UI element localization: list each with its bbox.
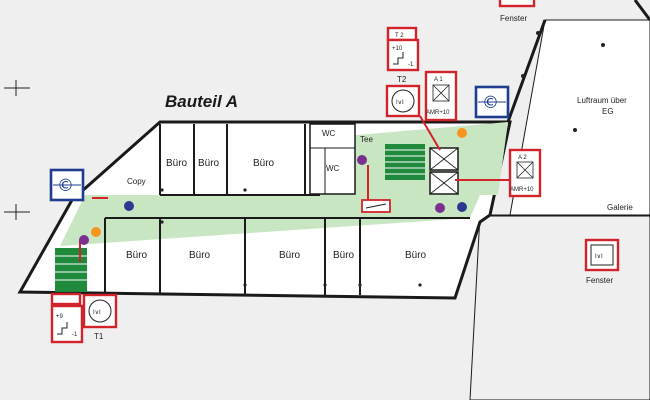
svg-text:+10: +10 (392, 46, 403, 52)
room-label-copy: Copy (127, 177, 146, 186)
svg-text:AMR+10: AMR+10 (426, 110, 450, 116)
fire-lines (79, 115, 512, 262)
hose-icon: © (482, 93, 499, 113)
svg-text:Fenster: Fenster (500, 14, 527, 23)
room-label-wc: WC (322, 129, 336, 138)
marker-stair-t1[interactable]: T1 +9 -1 (50, 292, 84, 344)
hose-icon: © (57, 176, 74, 196)
svg-text:AMR+10: AMR+10 (510, 187, 534, 193)
dot-navy (457, 202, 467, 212)
dot-purple (435, 203, 445, 213)
svg-text:A 2: A 2 (518, 155, 527, 161)
svg-text:T 2: T 2 (395, 33, 404, 39)
building-title: Bauteil A (165, 92, 238, 111)
room-label-galerie: Galerie (607, 203, 633, 212)
room-label-buero: Büro (279, 250, 301, 261)
dot-orange (457, 128, 467, 138)
marker-detector-t1[interactable]: I∨I T1 (82, 293, 118, 341)
room-labels: Büro Büro Büro Büro Büro Büro Büro Büro … (126, 96, 633, 261)
detector-icon: I∨I (93, 310, 101, 316)
marker-a1[interactable]: A 1 AMR+10 (424, 70, 458, 122)
marker-hose-left[interactable]: © (49, 168, 85, 202)
stair-bottom (55, 248, 87, 292)
marker-fenster-right[interactable]: I∨I Fenster (584, 238, 620, 285)
dot-purple (79, 235, 89, 245)
svg-text:A 1: A 1 (434, 77, 443, 83)
dot-navy (124, 201, 134, 211)
room-label-buero: Büro (189, 250, 211, 261)
detector-icon: I∨I (396, 100, 404, 106)
room-label-buero: Büro (166, 158, 188, 169)
marker-stair-t2[interactable]: T 2 +10 -1 T2 (386, 26, 420, 84)
window-icon: I∨I (595, 254, 603, 260)
room-label-buero: Büro (333, 250, 355, 261)
marker-fenster-top[interactable]: Fenster (498, 0, 536, 23)
room-label-tee: Tee (360, 135, 373, 144)
room-label-buero: Büro (126, 250, 148, 261)
svg-text:-1: -1 (72, 332, 78, 338)
svg-text:Fenster: Fenster (586, 276, 613, 285)
room-label-buero: Büro (405, 250, 427, 261)
dot-purple (357, 155, 367, 165)
marker-detector-t2[interactable]: I∨I (385, 84, 421, 118)
svg-text:+9: +9 (56, 314, 64, 320)
room-label-wc: WC (326, 164, 340, 173)
marker-hose-right[interactable]: © (474, 85, 510, 119)
markers (79, 128, 467, 245)
galerie-wedge (469, 214, 650, 400)
svg-text:T1: T1 (94, 332, 104, 341)
svg-text:-1: -1 (408, 62, 414, 68)
dot-orange (91, 227, 101, 237)
room-label-buero: Büro (198, 158, 220, 169)
marker-a2[interactable]: A 2 AMR+10 (508, 148, 542, 198)
room-label-buero: Büro (253, 158, 275, 169)
scale-marks (4, 80, 30, 220)
svg-text:T2: T2 (397, 75, 407, 84)
